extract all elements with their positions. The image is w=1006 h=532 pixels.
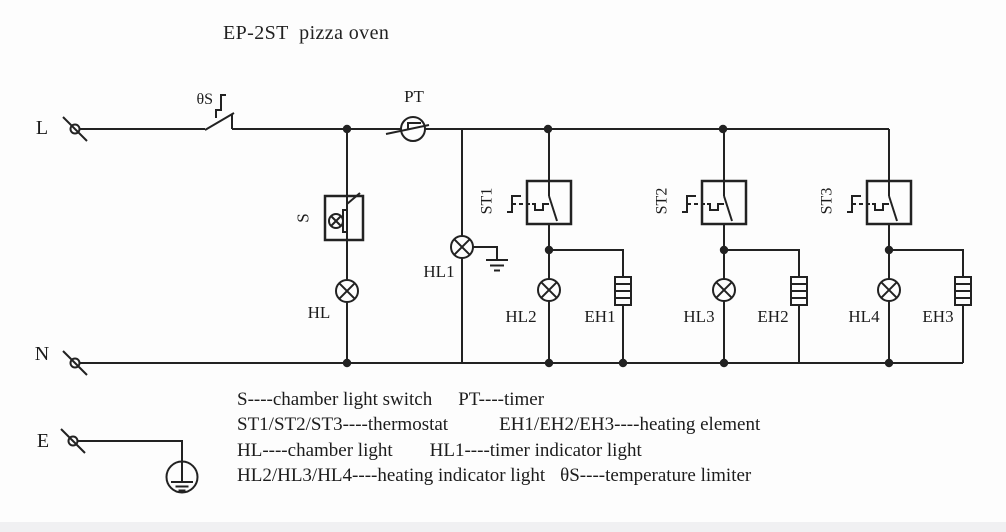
neutral-rail-label: N (35, 343, 49, 365)
timer-label: PT (404, 87, 424, 106)
heating-element-eh3-icon (954, 276, 972, 306)
contact-notch (872, 203, 889, 211)
contact-notch (532, 203, 549, 211)
heating-element-eh1-label: EH1 (584, 307, 615, 326)
heating-circuit-2: ST2 HL3 EH2 (654, 129, 808, 363)
heating-element-eh3-label: EH3 (922, 307, 953, 326)
wire (549, 249, 624, 277)
legend-line-2: ST1/ST2/ST3----thermostat EH1/EH2/EH3---… (237, 414, 760, 439)
thermostat-st1-label: ST1 (479, 188, 496, 215)
switch-blade (723, 195, 733, 222)
heating-indicator-lamp-icon (537, 278, 561, 302)
switch-blade (888, 195, 898, 222)
earth-rail: E (37, 428, 199, 494)
timer-indicator-label: HL1 (423, 262, 454, 281)
legend: S----chamber light switch PT----timer ST… (237, 389, 760, 491)
chamber-light-label: HL (308, 303, 331, 322)
junction-dot (544, 358, 554, 368)
thermostat-st3-label: ST3 (819, 188, 836, 215)
chamber-light-switch-symbol: S (294, 192, 365, 242)
junction-dot (719, 358, 729, 368)
thermal-actuator-icon (847, 195, 861, 213)
heating-circuit-3: ST3 HL4 EH3 (819, 129, 972, 363)
heating-element-eh2-icon (790, 276, 808, 306)
switch-blade (346, 192, 361, 205)
timer-flag-icon (407, 122, 421, 130)
thermal-actuator-icon (215, 94, 226, 118)
switch-blade (548, 195, 558, 222)
neutral-rail: N (35, 343, 963, 376)
legend-entry: HL2/HL3/HL4----heating indicator light (237, 465, 546, 487)
protective-earth-icon (165, 460, 199, 494)
contact-notch (707, 203, 724, 211)
live-rail: L θS PT (36, 87, 889, 142)
heating-indicator-hl4-label: HL4 (848, 307, 880, 326)
chamber-light-lamp-icon (335, 279, 359, 303)
bottom-gray-strip (0, 522, 1006, 532)
heating-element-eh2-label: EH2 (757, 307, 788, 326)
switch-box (323, 194, 365, 242)
diagram-title: EP-2ST pizza oven (223, 22, 390, 44)
legend-line-3: HL----chamber light HL1----timer indicat… (237, 440, 760, 465)
chamber-light-branch: S HL (294, 129, 365, 363)
chamber-light-switch-label: S (294, 213, 313, 222)
thermal-actuator-icon (682, 195, 696, 213)
temperature-limiter-label: θS (196, 91, 213, 108)
temperature-limiter-switch: θS (196, 91, 235, 131)
heating-indicator-lamp-icon (877, 278, 901, 302)
timer-indicator-branch: HL1 (423, 129, 508, 363)
legend-entry: S----chamber light switch (237, 389, 433, 410)
live-rail-label: L (36, 117, 48, 139)
junction-dot (342, 358, 352, 368)
wire (889, 249, 964, 277)
junction-dot (884, 358, 894, 368)
heating-circuit-1: ST1 HL2 EH1 (479, 129, 632, 363)
legend-entry: HL1----timer indicator light (429, 439, 642, 461)
heating-element-eh1-icon (614, 276, 632, 306)
thermostat-st2-symbol: ST2 (654, 179, 748, 226)
legend-entry: HL----chamber light (237, 439, 393, 461)
wire (724, 249, 800, 277)
timer-symbol: PT (385, 87, 430, 142)
wire (77, 440, 183, 462)
thermal-actuator-icon (507, 195, 521, 213)
ground-icon (473, 246, 508, 272)
junction-dot (618, 358, 628, 368)
thermostat-st2-label: ST2 (654, 188, 671, 215)
legend-line-1: S----chamber light switch PT----timer (237, 389, 760, 414)
thermostat-st1-symbol: ST1 (479, 179, 573, 226)
legend-entry: EH1/EH2/EH3----heating element (499, 414, 761, 436)
heating-indicator-lamp-icon (712, 278, 736, 302)
legend-entry: θS----temperature limiter (560, 465, 752, 487)
legend-entry: ST1/ST2/ST3----thermostat (237, 414, 449, 436)
timer-indicator-lamp-icon (450, 235, 474, 259)
legend-line-4: HL2/HL3/HL4----heating indicator light θ… (237, 465, 760, 490)
legend-entry: PT----timer (458, 389, 545, 410)
switch-lamp-icon (328, 213, 344, 229)
switch-blade (204, 112, 235, 131)
heating-indicator-hl2-label: HL2 (505, 307, 536, 326)
heating-indicator-hl3-label: HL3 (683, 307, 714, 326)
earth-rail-label: E (37, 430, 49, 452)
thermostat-st3-symbol: ST3 (819, 179, 913, 226)
